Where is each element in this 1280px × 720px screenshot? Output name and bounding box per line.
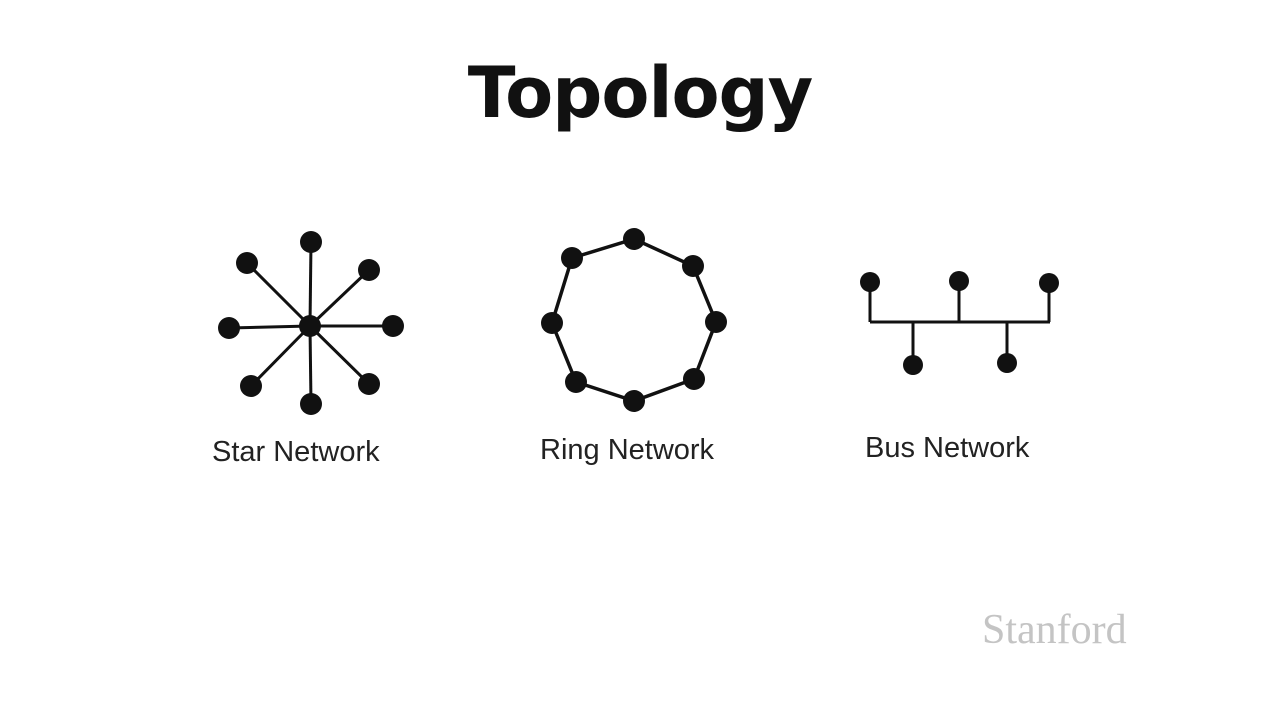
- bus-node: [903, 355, 923, 375]
- slide-title: Topology: [467, 52, 814, 134]
- star-node: [218, 317, 240, 339]
- star-node: [358, 373, 380, 395]
- star-link: [228, 324, 311, 330]
- bus-node: [1039, 273, 1059, 293]
- star-link: [245, 261, 312, 328]
- ring-node: [705, 311, 727, 333]
- bus-network-diagram: [860, 271, 1059, 375]
- star-network-caption: Star Network: [212, 436, 380, 468]
- ring-node: [623, 228, 645, 250]
- bus-node: [949, 271, 969, 291]
- ring-node: [623, 390, 645, 412]
- star-node: [358, 259, 380, 281]
- star-node: [240, 375, 262, 397]
- ring-node: [682, 255, 704, 277]
- ring-network-caption: Ring Network: [540, 434, 715, 466]
- star-network-diagram: [218, 231, 404, 415]
- bus-network-caption: Bus Network: [865, 432, 1030, 464]
- bus-node: [997, 353, 1017, 373]
- stanford-watermark: Stanford: [982, 607, 1127, 653]
- bus-node: [860, 272, 880, 292]
- star-node: [382, 315, 404, 337]
- star-node: [236, 252, 258, 274]
- star-link: [308, 268, 371, 328]
- ring-node: [561, 247, 583, 269]
- star-link: [308, 241, 313, 327]
- star-link: [249, 324, 312, 388]
- ring-node: [683, 368, 705, 390]
- star-node: [300, 393, 322, 415]
- ring-node: [541, 312, 563, 334]
- ring-network-diagram: [541, 228, 727, 412]
- star-hub-node: [299, 315, 321, 337]
- star-link: [308, 324, 371, 386]
- star-node: [300, 231, 322, 253]
- star-link: [308, 325, 313, 405]
- ring-node: [565, 371, 587, 393]
